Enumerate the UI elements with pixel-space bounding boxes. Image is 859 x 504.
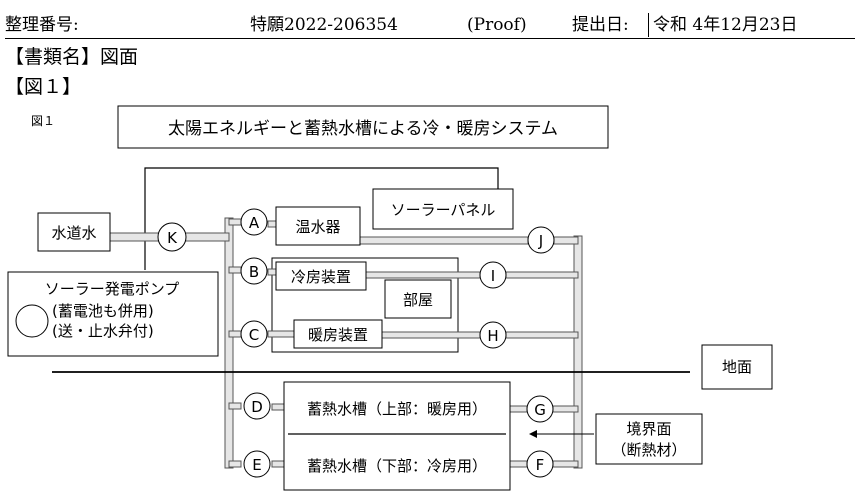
water-heater-label: 温水器	[295, 218, 340, 236]
svg-text:I: I	[491, 267, 495, 285]
pipe-f-to-manifold	[552, 460, 579, 468]
pipe-heater-to-j	[359, 236, 529, 245]
node-a: A	[240, 208, 268, 236]
branch-pipe-b-left	[228, 266, 242, 274]
pump-icon	[15, 304, 49, 338]
branch-pipe-c-left	[228, 330, 242, 338]
svg-text:B: B	[249, 263, 259, 281]
text-cursor	[648, 13, 649, 37]
diagram-title: 太陽エネルギーと蓄熱水槽による冷・暖房システム	[168, 119, 558, 139]
figure-heading: 【図１】	[5, 76, 82, 98]
pipe-j-to-manifold	[553, 236, 579, 245]
figure-label: 図１	[31, 114, 56, 128]
filing-date-value: 令和 4年12月23日	[653, 15, 798, 35]
cooling-unit-label: 冷房装置	[291, 268, 351, 286]
control-wire	[144, 167, 499, 270]
pipe-cooling-to-i	[365, 271, 481, 279]
pipe-h-to-manifold	[505, 331, 579, 339]
solar-panel-box	[372, 188, 514, 230]
room-label: 部屋	[403, 291, 433, 309]
document-name: 【書類名】図面	[5, 46, 139, 68]
svg-text:E: E	[252, 456, 261, 474]
svg-text:C: C	[249, 326, 259, 344]
connector-c	[267, 330, 295, 338]
tank-upper-label: 蓄熱水槽（上部：暖房用）	[307, 400, 487, 418]
proof-tag: (Proof)	[467, 15, 527, 35]
node-c: C	[240, 320, 268, 348]
water-heater-box	[275, 206, 361, 246]
pipe-tank-to-f	[508, 460, 528, 468]
boundary-label-line2: （断熱材）	[611, 441, 686, 459]
node-h: H	[479, 321, 507, 349]
heating-unit-box	[293, 319, 383, 349]
title-box	[117, 105, 609, 149]
pump-label-line1: ソーラー発電ポンプ	[45, 280, 180, 298]
svg-text:J: J	[538, 232, 543, 250]
connector-b	[267, 268, 277, 276]
water-supply-box	[37, 212, 111, 252]
node-j: J	[527, 226, 555, 254]
branch-pipe-a-left	[228, 218, 242, 226]
cooling-unit-box	[275, 261, 367, 291]
svg-text:K: K	[167, 229, 178, 247]
node-k: K	[157, 222, 187, 252]
node-i: I	[479, 261, 507, 289]
svg-text:D: D	[251, 398, 263, 416]
pipe-g-to-manifold	[552, 405, 579, 413]
application-number: 特願2022-206354	[250, 15, 398, 35]
header-rule	[5, 38, 855, 39]
node-g: G	[526, 395, 554, 423]
room-label-box	[384, 279, 452, 319]
pipe-i-to-manifold	[505, 271, 579, 279]
pump-label-line2: (蓄電池も併用)	[52, 302, 154, 320]
pipe-heating-to-h	[381, 331, 481, 339]
boundary-box	[595, 413, 703, 465]
label-number: 整理番号:	[5, 15, 79, 35]
heating-unit-label: 暖房装置	[308, 326, 368, 344]
solar-panel-label: ソーラーパネル	[391, 201, 496, 219]
filing-date-label: 提出日:	[572, 15, 629, 35]
node-b: B	[240, 257, 268, 285]
ground-box	[701, 344, 773, 390]
pump-label-line3: (送・止水弁付)	[52, 322, 154, 340]
heat-storage-tank	[283, 381, 511, 491]
boundary-label-line1: 境界面	[626, 420, 671, 438]
left-manifold-pipe	[224, 217, 234, 469]
branch-pipe-e-left	[228, 460, 242, 468]
connector-a	[267, 220, 277, 228]
node-f: F	[526, 450, 554, 478]
svg-text:F: F	[536, 456, 545, 474]
svg-text:A: A	[249, 214, 260, 232]
node-d: D	[243, 392, 271, 420]
ground-label: 地面	[722, 358, 752, 376]
tank-lower-label: 蓄熱水槽（下部：冷房用）	[307, 457, 487, 475]
pipe-tank-to-g	[508, 405, 528, 413]
node-e: E	[243, 450, 271, 478]
right-manifold-pipe	[573, 235, 583, 469]
branch-pipe-d-left	[228, 402, 242, 410]
water-supply-label: 水道水	[51, 224, 96, 242]
svg-text:G: G	[534, 401, 546, 419]
svg-text:H: H	[487, 327, 498, 345]
